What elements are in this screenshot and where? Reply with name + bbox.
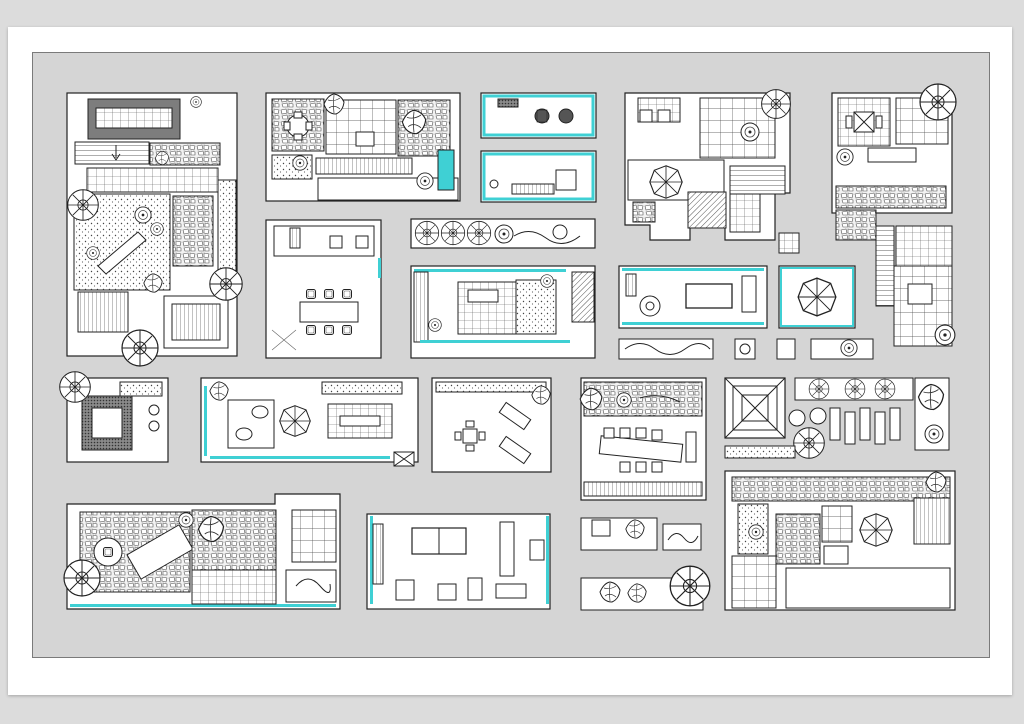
plan-glass-room-kitchen: [480, 150, 597, 203]
plan-courtyard-deck: [265, 92, 461, 202]
plan-small-lounge: [59, 371, 169, 463]
plan-small-details: [580, 517, 711, 611]
plan-billiard-room: [618, 265, 768, 329]
plan-conference-garden: [579, 377, 707, 501]
plan-parasol-pad: [778, 232, 856, 329]
plan-gym: [366, 513, 551, 610]
plan-large-courtyard: [724, 470, 956, 611]
plan-detail-strip: [618, 338, 874, 360]
plan-terrace-lounge: [624, 89, 791, 241]
plan-sun-deck: [431, 377, 552, 473]
plan-long-terrace: [200, 377, 419, 467]
plan-glass-room-top: [480, 92, 597, 139]
plan-pavilion-row: [724, 377, 950, 459]
plan-rooftop-terrace: [831, 83, 957, 347]
plan-stone-garden: [63, 493, 341, 610]
plan-villa-garden-tall: [66, 92, 243, 367]
plan-kitchen-island: [410, 265, 596, 359]
plan-dining-room: [265, 219, 382, 359]
plan-landscape-strip: [410, 218, 596, 249]
